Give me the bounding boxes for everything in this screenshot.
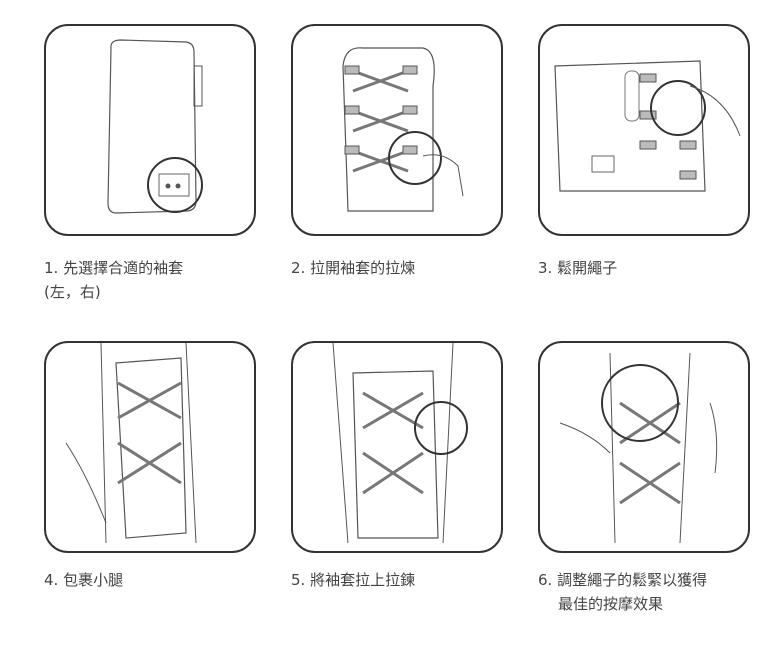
highlight-circle xyxy=(388,131,442,185)
highlight-circle xyxy=(414,401,468,455)
step-3-illustration xyxy=(538,24,750,236)
step-1-caption: 1. 先選擇合適的袖套(左，右) xyxy=(44,259,184,301)
step-2-caption: 2. 拉開袖套的拉煉 xyxy=(291,259,416,277)
step-5-illustration xyxy=(291,341,503,553)
step-3-caption: 3. 鬆開繩子 xyxy=(538,259,618,277)
highlight-circle xyxy=(601,364,679,442)
step-2-illustration xyxy=(291,24,503,236)
step-4-illustration xyxy=(44,341,256,553)
step-6-caption: 6. 調整繩子的鬆緊以獲得最佳的按摩效果 xyxy=(538,571,708,613)
step-1-illustration xyxy=(44,24,256,236)
step-6-illustration xyxy=(538,341,750,553)
sleeve-loosen-illustration xyxy=(554,60,741,192)
step-4-caption: 4. 包裹小腿 xyxy=(44,571,124,589)
highlight-circle xyxy=(147,157,203,213)
adjust-laces-illustration xyxy=(559,352,718,544)
step-5-caption: 5. 將袖套拉上拉鍊 xyxy=(291,571,416,589)
wrap-calf-illustration xyxy=(65,343,197,544)
sleeve-flat-illustration xyxy=(107,39,203,214)
highlight-circle xyxy=(650,80,706,136)
zip-sleeve-illustration xyxy=(332,343,468,544)
sleeve-unzip-illustration xyxy=(342,47,464,212)
